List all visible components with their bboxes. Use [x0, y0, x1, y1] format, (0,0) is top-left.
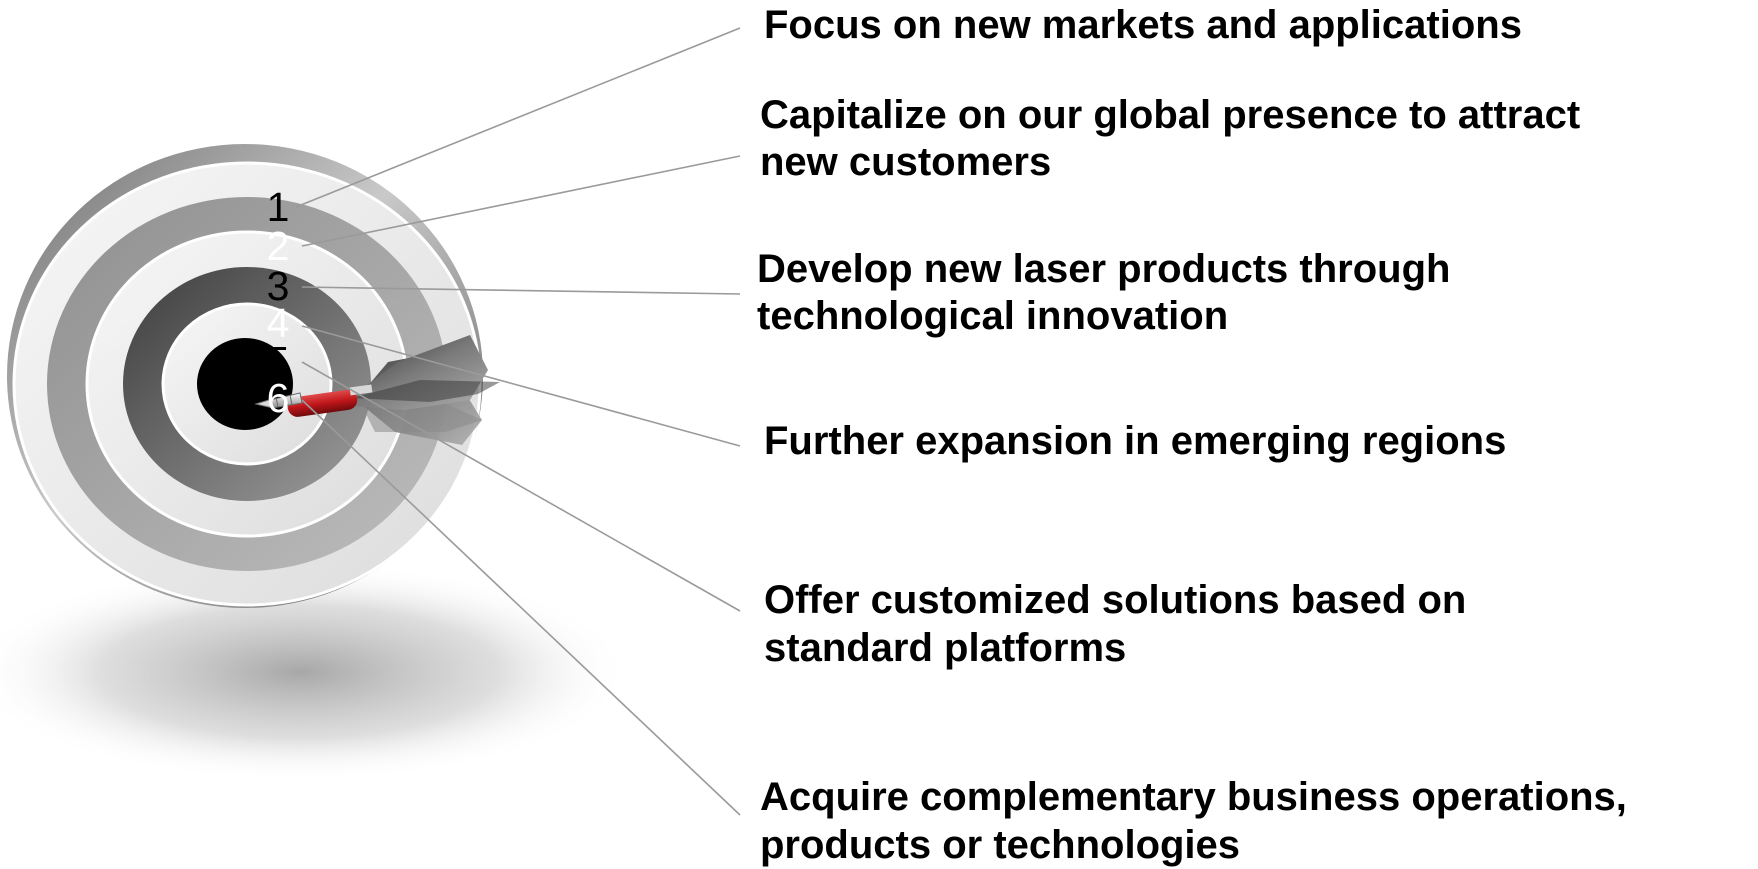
- leader-line-6: [301, 399, 741, 816]
- leader-line-2: [301, 155, 741, 247]
- ring-number-1: 1: [266, 184, 290, 230]
- leader-line-1: [295, 27, 741, 208]
- leader-line-5: [301, 361, 741, 612]
- ring-number-4: 4: [266, 300, 290, 346]
- ring-number-6: 6: [266, 375, 290, 421]
- goal-text-3: Develop new laser products through techn…: [757, 247, 1451, 338]
- goal-text-5: Offer customized solutions based on stan…: [764, 578, 1467, 670]
- leader-line-3: [301, 286, 741, 295]
- goal-text-6: Acquire complementary business operation…: [760, 775, 1627, 867]
- goal-text-4: Further expansion in emerging regions: [764, 419, 1507, 463]
- goal-text-1: Focus on new markets and applications: [764, 3, 1522, 47]
- ring-number-3: 3: [266, 263, 290, 309]
- ring-number-2: 2: [266, 223, 290, 269]
- dart-icon: [254, 335, 500, 445]
- leader-line-4: [301, 325, 741, 447]
- leader-lines: [295, 27, 741, 816]
- ring-number-5: 5: [266, 338, 290, 384]
- goal-text-2: Capitalize on our global presence to att…: [760, 93, 1581, 184]
